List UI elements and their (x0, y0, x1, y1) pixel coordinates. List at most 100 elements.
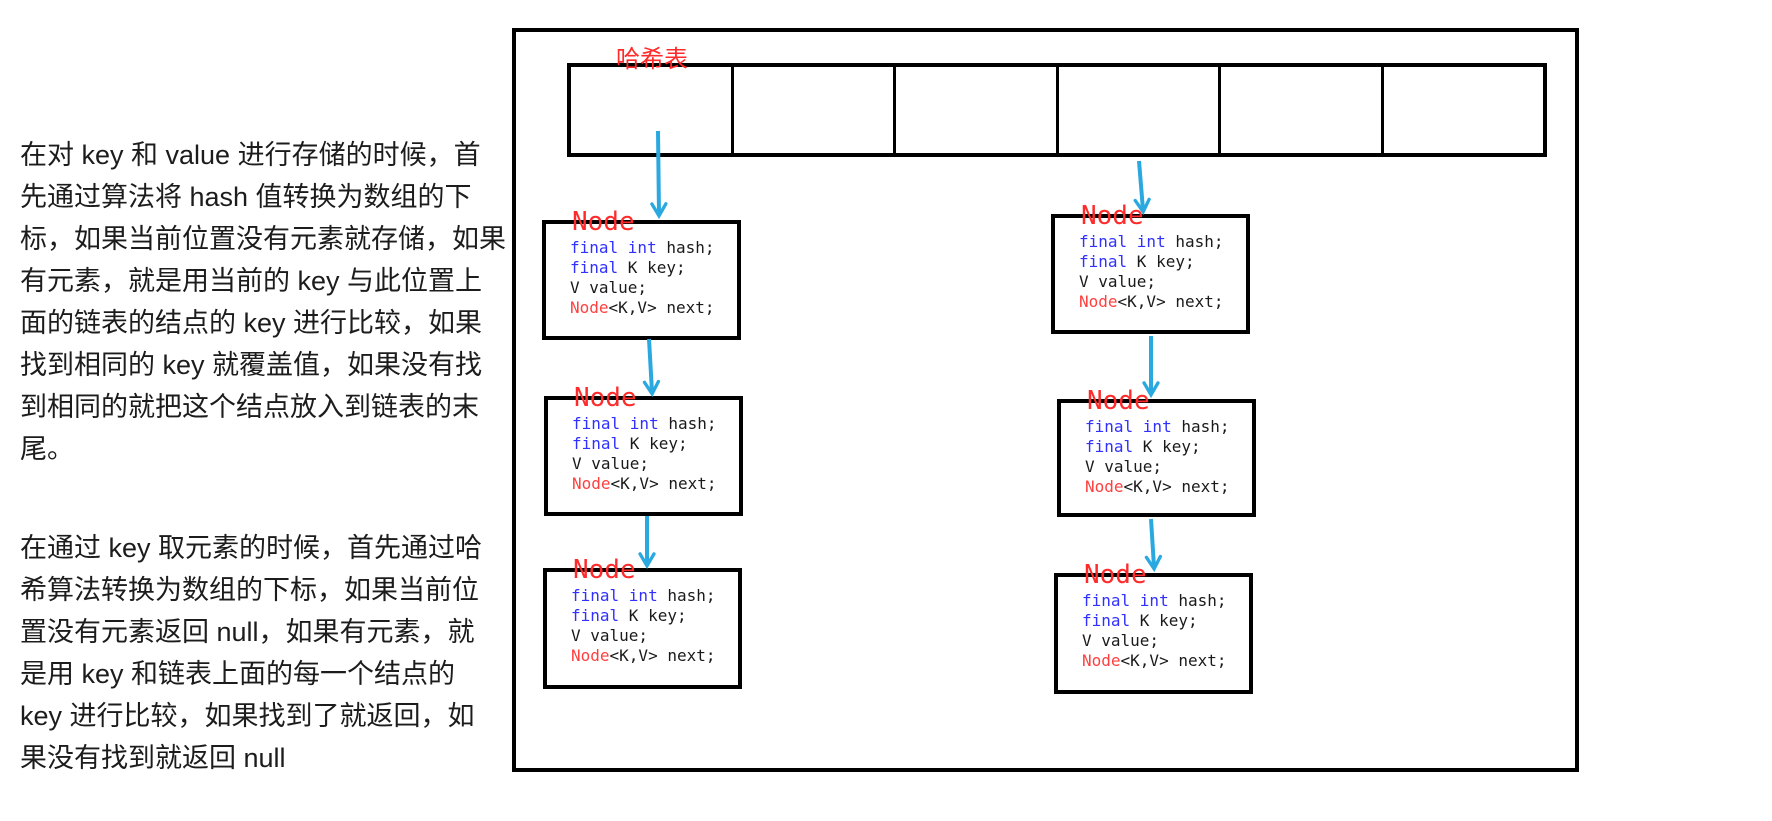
code-text: hash; (1165, 232, 1224, 251)
code-line-value: V value; (571, 626, 716, 646)
code-line-value: V value; (1082, 631, 1227, 651)
code-text: K key; (1130, 611, 1198, 630)
node-code: final int hash; final K key; V value; No… (1079, 232, 1224, 312)
arrow-rnode2-to-rnode3 (1144, 518, 1163, 573)
keyword: final int (1085, 417, 1172, 436)
code-text: K key; (619, 606, 687, 625)
code-line-key: final K key; (571, 606, 716, 626)
keyword: final (571, 606, 620, 625)
hash-cell-4 (1221, 67, 1384, 153)
code-line-hash: final int hash; (571, 586, 716, 606)
code-line-key: final K key; (570, 258, 715, 278)
code-line-key: final K key; (1079, 252, 1224, 272)
keyword: final int (571, 586, 658, 605)
node-code: final int hash; final K key; V value; No… (570, 238, 715, 318)
arrow-cell3-to-node (1133, 160, 1151, 216)
code-text: hash; (657, 586, 716, 605)
node-title: Node (1084, 560, 1147, 590)
type-name: Node (1079, 292, 1118, 311)
hash-cell-0 (571, 67, 734, 153)
code-line-hash: final int hash; (572, 414, 717, 434)
code-line-value: V value; (1079, 272, 1224, 292)
node-box-left-1: Node final int hash; final K key; V valu… (542, 209, 741, 340)
code-text: K key; (620, 434, 688, 453)
code-text: hash; (656, 238, 715, 257)
type-name: Node (1085, 477, 1124, 496)
code-text: V value; (571, 626, 649, 645)
keyword: final (1079, 252, 1128, 271)
arrow-lnode1-to-lnode2 (642, 338, 661, 398)
keyword: final int (572, 414, 659, 433)
code-line-hash: final int hash; (1085, 417, 1230, 437)
code-text: V value; (1085, 457, 1163, 476)
code-text: <K,V> next; (608, 298, 715, 317)
code-text: <K,V> next; (609, 646, 716, 665)
code-text: V value; (1082, 631, 1160, 650)
paragraph-get: 在通过 key 取元素的时候，首先通过哈 希算法转换为数组的下标，如果当前位 置… (20, 533, 483, 773)
code-text: hash; (1168, 591, 1227, 610)
type-name: Node (572, 474, 611, 493)
hash-cell-2 (896, 67, 1059, 153)
code-line-key: final K key; (572, 434, 717, 454)
node-code: final int hash; final K key; V value; No… (571, 586, 716, 666)
code-line-next: Node<K,V> next; (572, 474, 717, 494)
code-line-value: V value; (572, 454, 717, 474)
node-title: Node (572, 207, 635, 237)
code-line-next: Node<K,V> next; (570, 298, 715, 318)
node-code: final int hash; final K key; V value; No… (1085, 417, 1230, 497)
node-title: Node (573, 555, 636, 585)
hash-table-label: 哈希表 (616, 46, 688, 73)
node-code: final int hash; final K key; V value; No… (1082, 591, 1227, 671)
keyword: final int (1079, 232, 1166, 251)
node-title: Node (574, 383, 637, 413)
code-line-next: Node<K,V> next; (571, 646, 716, 666)
code-line-value: V value; (1085, 457, 1230, 477)
hash-cell-1 (734, 67, 896, 153)
keyword: final int (570, 238, 657, 257)
code-line-hash: final int hash; (1082, 591, 1227, 611)
node-box-left-2: Node final int hash; final K key; V valu… (544, 385, 743, 516)
code-text: hash; (658, 414, 717, 433)
code-line-hash: final int hash; (1079, 232, 1224, 252)
code-text: K key; (1133, 437, 1201, 456)
node-box-right-2: Node final int hash; final K key; V valu… (1057, 388, 1256, 517)
code-text: <K,V> next; (1117, 292, 1224, 311)
arrow-cell0-to-node (650, 130, 668, 220)
node-box-left-3: Node final int hash; final K key; V valu… (543, 557, 742, 689)
link-arrows (638, 130, 1163, 573)
code-text: V value; (572, 454, 650, 473)
code-line-key: final K key; (1085, 437, 1230, 457)
code-text: K key; (1127, 252, 1195, 271)
node-title: Node (1087, 386, 1150, 416)
type-name: Node (1082, 651, 1121, 670)
code-line-next: Node<K,V> next; (1079, 292, 1224, 312)
node-title: Node (1081, 201, 1144, 231)
keyword: final (570, 258, 619, 277)
keyword: final (1085, 437, 1134, 456)
code-line-next: Node<K,V> next; (1085, 477, 1230, 497)
code-line-next: Node<K,V> next; (1082, 651, 1227, 671)
hash-cell-3 (1059, 67, 1221, 153)
paragraph-store: 在对 key 和 value 进行存储的时候，首 先通过算法将 hash 值转换… (20, 140, 506, 464)
code-line-value: V value; (570, 278, 715, 298)
code-text: K key; (618, 258, 686, 277)
type-name: Node (571, 646, 610, 665)
type-name: Node (570, 298, 609, 317)
hash-table-diagram: 哈希表 Node final int hash; final K key; V … (512, 28, 1579, 772)
code-text: <K,V> next; (1123, 477, 1230, 496)
code-line-key: final K key; (1082, 611, 1227, 631)
code-text: <K,V> next; (610, 474, 717, 493)
node-code: final int hash; final K key; V value; No… (572, 414, 717, 494)
node-box-right-1: Node final int hash; final K key; V valu… (1051, 203, 1250, 334)
keyword: final (572, 434, 621, 453)
code-text: V value; (570, 278, 648, 297)
explanation-text: 在对 key 和 value 进行存储的时候，首 先通过算法将 hash 值转换… (20, 92, 520, 821)
code-text: <K,V> next; (1120, 651, 1227, 670)
code-text: V value; (1079, 272, 1157, 291)
keyword: final int (1082, 591, 1169, 610)
node-box-right-3: Node final int hash; final K key; V valu… (1054, 562, 1253, 694)
code-text: hash; (1171, 417, 1230, 436)
hash-array (567, 63, 1547, 157)
keyword: final (1082, 611, 1131, 630)
code-line-hash: final int hash; (570, 238, 715, 258)
